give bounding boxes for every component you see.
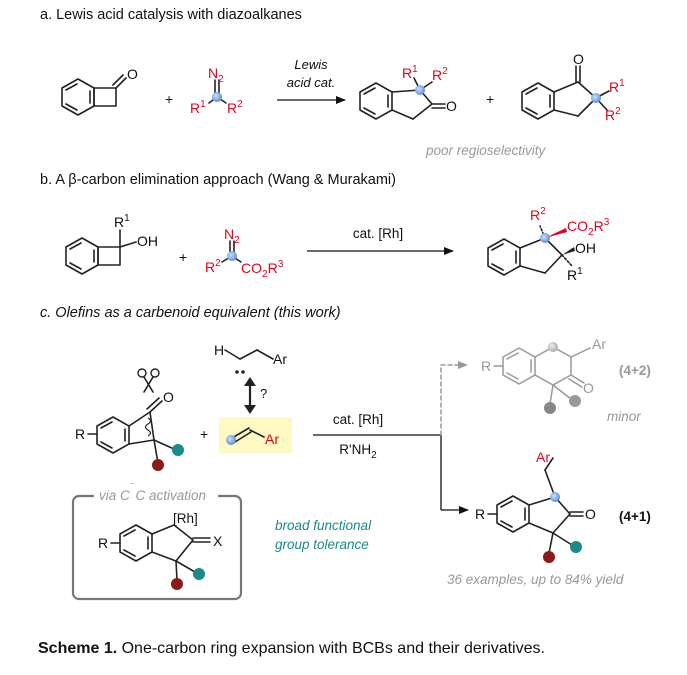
scissors-icon: [137, 368, 160, 393]
rh-x: X: [213, 533, 223, 549]
section-b-heading: b. A β-carbon elimination approach (Wang…: [40, 172, 396, 188]
carbene-ar: Ar: [273, 351, 287, 367]
diazo-b-r2: R2: [205, 258, 221, 275]
styrene-olefin: [226, 427, 265, 445]
scheme-caption: Scheme 1. One-carbon ring expansion with…: [38, 640, 545, 657]
section-c-heading: c. Olefins as a carbenoid equivalent (th…: [40, 305, 341, 321]
diazo-b-n2: N2: [224, 226, 240, 246]
prod1-r1: R1: [402, 64, 418, 81]
rh-r: R: [98, 535, 108, 551]
benzocyclobutenone-structure: [61, 74, 127, 116]
diazo-r2: R2: [227, 99, 243, 116]
activation-box-title: via C‾C activation: [99, 483, 206, 503]
prod-b-r1: R1: [567, 266, 583, 283]
rh-intermediate: [110, 524, 211, 590]
minor-oxygen: O: [583, 380, 594, 396]
indanol-product: [487, 225, 575, 276]
bcb-r: R: [75, 426, 85, 442]
prod1-r2: R2: [432, 66, 448, 83]
prod-b-oh: OH: [575, 240, 596, 256]
diazo-b-co2r3: CO2R3: [241, 259, 284, 280]
arrow-label-lewis: Lewis: [294, 57, 328, 72]
equivalence-arrow: [244, 377, 256, 414]
activation-box-title-bg: [94, 486, 218, 504]
carbene-h: H: [214, 342, 224, 358]
carbene-precursor: [224, 349, 274, 374]
plus-sign-b: +: [179, 249, 187, 265]
arrow-label-c1: cat. [Rh]: [333, 412, 383, 427]
diazo-ester-reagent: [221, 240, 242, 263]
tolerance-line-2: group tolerance: [275, 537, 369, 552]
rh-label: [Rh]: [173, 511, 198, 526]
major-label: (4+1): [619, 509, 651, 524]
indanone-product-1: [359, 77, 446, 120]
examples-note: 36 examples, up to 84% yield: [447, 572, 624, 587]
bcb-ketone-starting-material: [87, 397, 184, 471]
ketone-oxygen: O: [127, 66, 138, 82]
benzocyclobutenol-structure: [65, 229, 137, 275]
minor-r: R: [481, 358, 491, 374]
diazo-r1: R1: [190, 99, 206, 116]
sm-b-r1: R1: [114, 213, 130, 230]
major-r: R: [475, 506, 485, 522]
equivalence-question: ?: [260, 386, 267, 401]
plus-sign: +: [165, 91, 173, 107]
arrow-label-c2: R'NH2: [339, 442, 377, 461]
sm-b-oh: OH: [137, 233, 158, 249]
arrow-label-acid-cat: acid cat.: [287, 75, 335, 90]
prod-b-co2r3: CO2R3: [567, 217, 610, 238]
arrow-label-b: cat. [Rh]: [353, 226, 403, 241]
minor-ar: Ar: [592, 336, 606, 352]
tolerance-line-1: broad functional: [275, 518, 372, 533]
prod2-r2: R2: [605, 106, 621, 123]
minor-note: minor: [607, 409, 641, 424]
diazoalkane-reagent: [208, 79, 227, 104]
plus-sign-c: +: [200, 426, 208, 442]
tetralone-minor-product: [493, 342, 591, 414]
prod2-oxygen: O: [573, 51, 584, 67]
prod2-r1: R1: [609, 78, 625, 95]
prod1-oxygen: O: [446, 98, 457, 114]
indanone-major-product: [487, 457, 584, 563]
indanone-product-2: [521, 65, 610, 120]
olefin-ar: Ar: [265, 431, 279, 447]
section-a-heading: a. Lewis acid catalysis with diazoalkane…: [40, 7, 302, 23]
minor-label: (4+2): [619, 363, 651, 378]
diazo-n2: N2: [208, 65, 224, 85]
regioselectivity-note: poor regioselectivity: [425, 143, 547, 158]
bcb-oxygen: O: [163, 389, 174, 405]
olefin-highlight-box: [219, 417, 292, 453]
prod-b-r2: R2: [530, 206, 546, 223]
plus-sign-2: +: [486, 91, 494, 107]
major-oxygen: O: [585, 506, 596, 522]
major-ar: Ar: [536, 449, 550, 465]
